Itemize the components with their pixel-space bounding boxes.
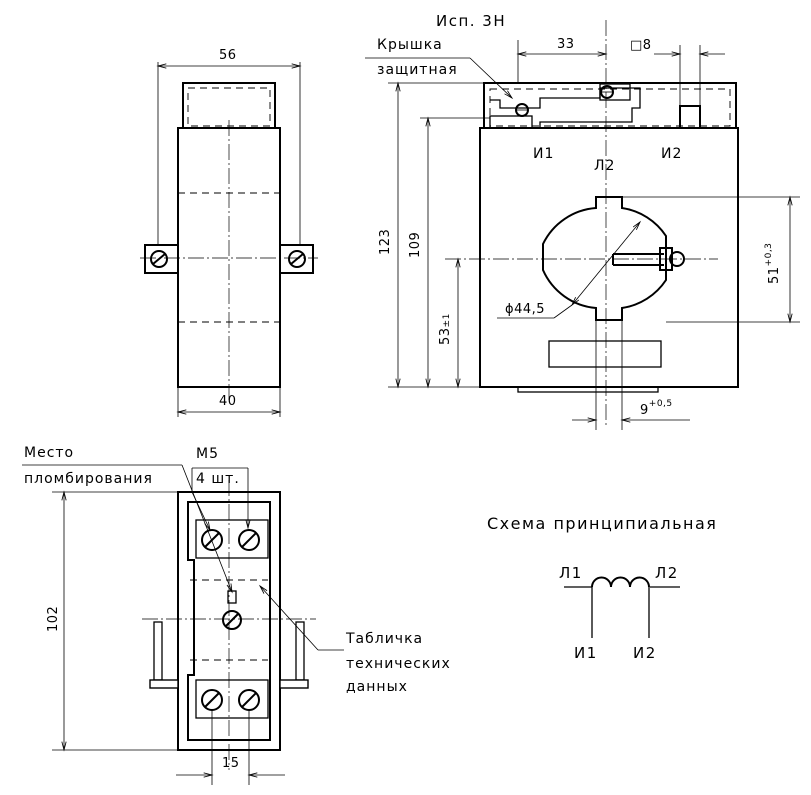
center-screw-icon [222,610,242,630]
screw-head-icon [600,85,614,99]
dim-height-123: 123 [378,229,393,255]
winding-coil-icon [591,576,650,588]
dim-height-53: 53±1 [438,313,453,345]
dim-pitch-15: 15 [222,756,240,771]
dim-53-tolerance: ±1 [442,313,452,327]
schematic: Схема принципиальная Л1 Л2 И1 И2 [487,514,717,662]
dim-square-8: □8 [630,38,652,53]
terminal-screw-icon [238,529,260,551]
schematic-i1-label: И1 [574,644,598,662]
screw-head-icon [150,250,168,268]
terminal-screw-icon [201,689,223,711]
seal-label-line2: пломбирования [24,471,153,487]
terminal-i2-label: И2 [661,146,682,162]
dim-9-value: 9 [640,403,649,418]
dim-length-102: 102 [46,606,61,632]
schematic-l1-label: Л1 [559,564,583,582]
plate-label-line3: данных [346,679,408,695]
terminal-l2-label: Л2 [594,158,615,174]
schematic-l2-label: Л2 [655,564,679,582]
dim-53-value: 53 [438,327,453,345]
plate-label-line2: технических [346,656,451,672]
dim-51: 51+0,3 [764,243,782,284]
dim-height-109: 109 [408,232,423,258]
front-view: Крышка защитная И1 И2 Л2 [365,20,800,430]
dim-51-value: 51 [767,266,782,284]
terminal-i1-label: И1 [533,146,554,162]
dim-51-tolerance: +0,3 [764,243,774,267]
plate-label-line1: Табличка [345,631,423,647]
screw-label-line1: М5 [196,446,219,462]
top-view: Место пломбирования М5 4 шт. [22,445,451,785]
cover-label-line1: Крышка [377,37,443,53]
dim-hole-diameter: ϕ44,5 [505,302,545,317]
terminal-screw-icon [238,689,260,711]
seal-label-line1: Место [24,445,74,461]
dim-9-tolerance: +0,5 [649,399,673,409]
dim-width-56: 56 [219,48,237,63]
terminal-screw-icon [201,529,223,551]
cover-label-line2: защитная [377,62,458,78]
dim-slot-9: 9+0,5 [640,399,673,418]
schematic-title: Схема принципиальная [487,514,717,533]
dim-33: 33 [557,37,575,52]
screw-head-icon [515,103,529,117]
schematic-i2-label: И2 [633,644,657,662]
variant-title: Исп. 3Н [436,12,506,30]
screw-head-icon [288,250,306,268]
dim-width-40: 40 [219,394,237,409]
side-view: 56 40 [140,48,318,417]
screw-label-line2: 4 шт. [196,471,240,487]
